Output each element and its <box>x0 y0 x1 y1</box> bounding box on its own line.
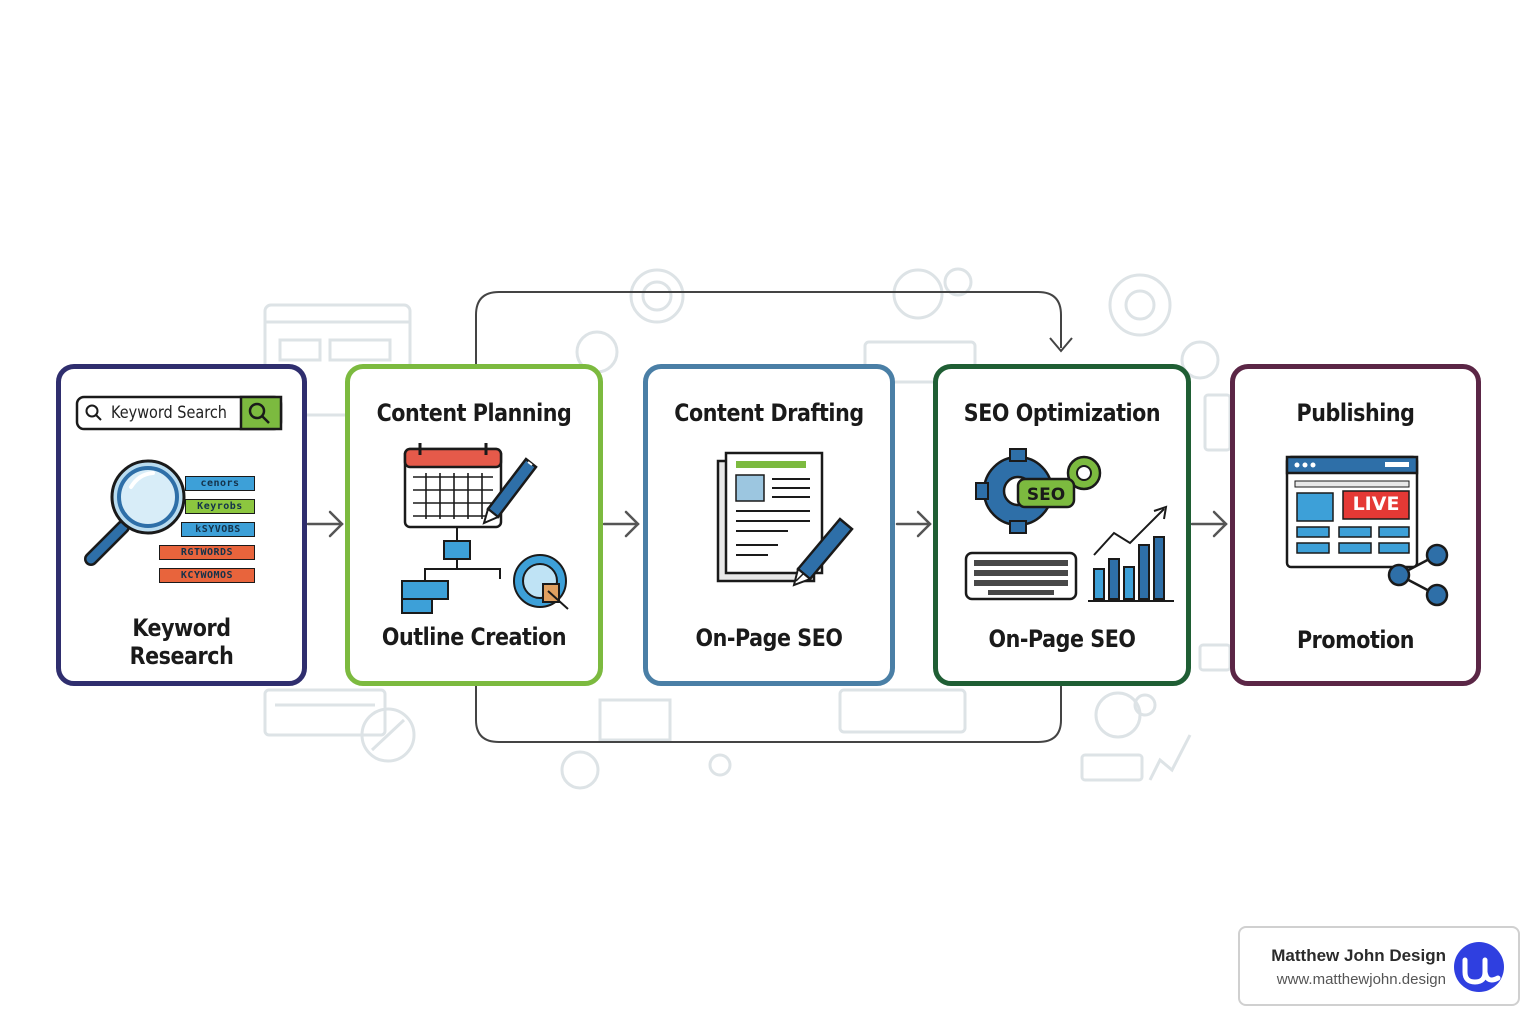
step-card-seo-optimization: SEO Optimization <box>933 364 1191 686</box>
step-caption: Keyword Research <box>129 614 234 670</box>
growth-chart-icon <box>1088 505 1174 602</box>
keyword-tag: cenors <box>185 476 255 491</box>
content-planning-illustration <box>401 443 569 614</box>
keyword-search-label: Keyword Search <box>111 403 227 423</box>
step-card-content-drafting: Content Drafting On-Page SEO <box>643 364 895 686</box>
step-title: Content Drafting <box>674 399 864 427</box>
document-icon <box>716 451 824 583</box>
keyboard-icon <box>964 551 1078 601</box>
magnifier-icon <box>84 459 186 566</box>
search-icon <box>85 404 102 421</box>
publishing-illustration <box>1285 455 1449 607</box>
keyword-tag: kSYVOBS <box>181 522 255 537</box>
keyword-tag: Keyrobs <box>185 499 255 514</box>
step-card-content-planning: Content Planning <box>345 364 603 686</box>
step-caption: Promotion <box>1296 626 1415 654</box>
arrow-right-icon <box>1190 510 1228 538</box>
step-card-publishing: Publishing LIVE Promotion <box>1230 364 1481 686</box>
step-caption: On-Page SEO <box>988 625 1136 653</box>
search-icon <box>248 402 270 424</box>
arrow-right-icon <box>306 510 344 538</box>
step-caption: On-Page SEO <box>695 624 843 652</box>
keyword-tag: RGTWORDS <box>159 545 255 560</box>
pen-icon <box>482 457 538 525</box>
browser-window-icon <box>1285 455 1419 569</box>
arrow-right-icon <box>602 510 640 538</box>
seo-badge: SEO <box>1026 485 1066 505</box>
keyword-research-illustration <box>75 395 283 566</box>
brand-badge[interactable]: Matthew John Design www.matthewjohn.desi… <box>1238 926 1520 1006</box>
flowchart-icon <box>401 527 569 614</box>
content-drafting-illustration <box>716 451 854 587</box>
step-card-keyword-research: Keyword Search cenors Keyrobs kSYVOBS RG… <box>56 364 307 686</box>
brand-url[interactable]: www.matthewjohn.design <box>1276 971 1446 988</box>
brand-name: Matthew John Design <box>1271 946 1446 965</box>
seo-optimization-illustration <box>964 448 1174 602</box>
arrow-right-icon <box>895 510 932 538</box>
gear-icon <box>1066 455 1102 491</box>
step-title: SEO Optimization <box>963 399 1161 427</box>
u-logo-icon <box>1454 942 1504 992</box>
step-title: Content Planning <box>376 399 572 427</box>
calendar-icon <box>403 443 503 529</box>
live-badge: LIVE <box>1352 493 1400 515</box>
share-icon <box>1387 543 1449 607</box>
fountain-pen-icon <box>792 517 854 587</box>
step-caption: Outline Creation <box>381 623 567 651</box>
step-title: Publishing <box>1296 399 1415 427</box>
keyword-tag: KCYWOMOS <box>159 568 255 583</box>
